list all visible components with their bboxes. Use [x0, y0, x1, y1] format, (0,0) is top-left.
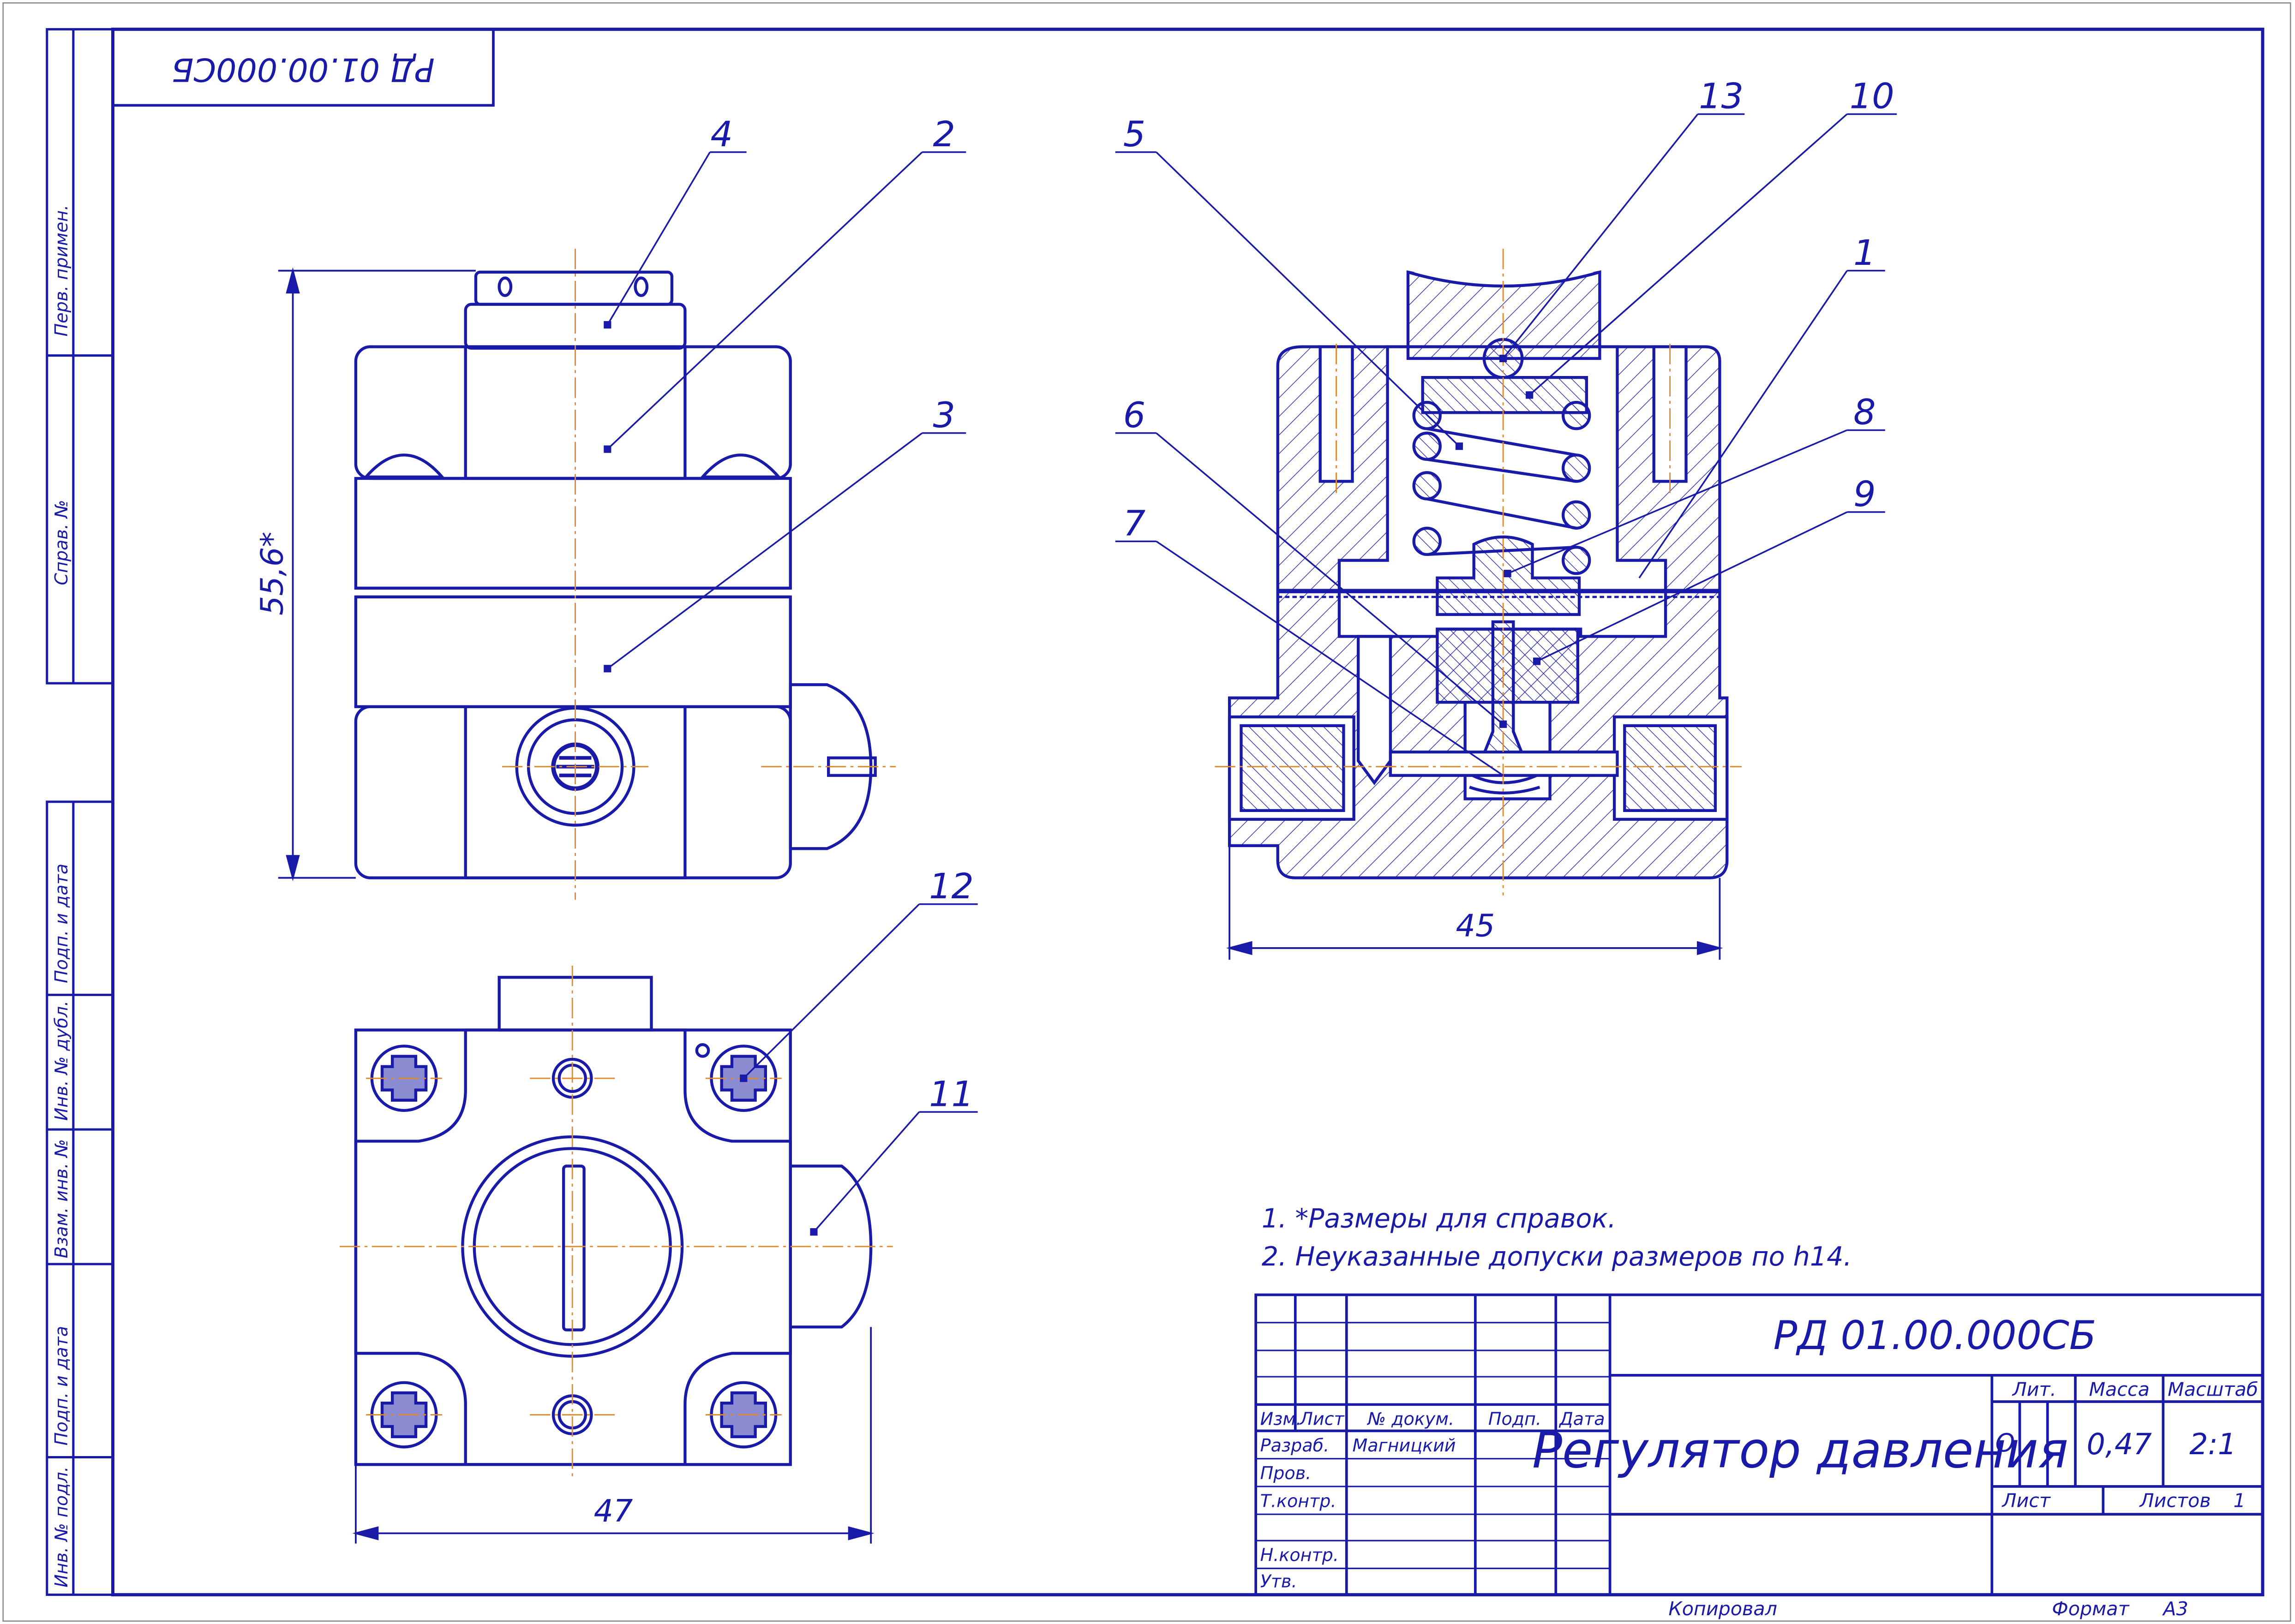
section-view — [1228, 270, 1729, 879]
sheets-label: Листов — [2139, 1489, 2211, 1511]
rotated-drawing-code: РД 01.00.000СБ — [172, 51, 435, 88]
footer-format-value: А3 — [2162, 1598, 2188, 1620]
callout-13: 13 — [1699, 76, 1744, 117]
callout-9: 9 — [1853, 473, 1876, 514]
row-utv: Утв. — [1260, 1571, 1297, 1592]
callout-4: 4 — [710, 113, 732, 155]
callout-1: 1 — [1853, 232, 1876, 273]
callout-2: 2 — [933, 113, 955, 155]
sheet-label: Лист — [2001, 1489, 2050, 1511]
header-sign: Подп. — [1488, 1409, 1541, 1429]
side-label-sprav-no: Справ. № — [51, 500, 72, 585]
side-label-podp-data-1: Подп. и дата — [51, 864, 72, 983]
footer-format-label: Формат — [2052, 1598, 2129, 1620]
row-tkontr: Т.контр. — [1260, 1491, 1336, 1511]
footer-copied: Копировал — [1668, 1598, 1777, 1620]
plan-view-centerlines — [340, 965, 893, 1478]
dimension-width-section — [1226, 845, 1723, 960]
row-razrab: Разраб. — [1260, 1435, 1330, 1456]
callout-10: 10 — [1850, 76, 1894, 117]
dimension-height — [278, 267, 476, 882]
title-block-title: Регулятор давления — [1532, 1422, 2068, 1480]
left-side-strip-bottom — [46, 800, 114, 1596]
mass-value: 0,47 — [2087, 1427, 2152, 1461]
front-view — [354, 270, 877, 879]
callout-7: 7 — [1123, 503, 1145, 544]
side-label-vzam-inv: Взам. инв. № — [51, 1139, 72, 1258]
row-nkontr: Н.контр. — [1260, 1545, 1339, 1565]
side-label-podp-data-2: Подп. и дата — [51, 1326, 72, 1445]
dimension-width-plan-label: 47 — [594, 1493, 633, 1529]
sheets-value: 1 — [2234, 1489, 2246, 1511]
callout-5: 5 — [1123, 113, 1145, 155]
callout-8: 8 — [1853, 392, 1876, 433]
row-prov: Пров. — [1260, 1463, 1312, 1483]
callout-12: 12 — [929, 866, 974, 907]
razrab-name: Магницкий — [1352, 1435, 1456, 1456]
plan-view — [354, 976, 873, 1466]
left-side-strip-top — [46, 28, 114, 685]
rotated-code-box: РД 01.00.000СБ — [111, 28, 495, 107]
callout-11: 11 — [929, 1073, 974, 1114]
side-label-perv-primen: Перв. примен. — [51, 205, 72, 337]
front-view-centerlines — [502, 249, 896, 900]
dimension-width-section-label: 45 — [1456, 908, 1495, 944]
technical-note-1: 1. *Размеры для справок. — [1262, 1204, 1616, 1234]
lit-value: О — [1995, 1428, 2015, 1457]
drawing-frame — [111, 27, 2265, 1597]
title-block-code: РД 01.00.000СБ — [1774, 1313, 2097, 1359]
mass-label: Масса — [2089, 1378, 2149, 1400]
side-label-inv-podl: Инв. № подл. — [51, 1466, 72, 1587]
leader-lines — [604, 113, 1897, 1236]
scale-value: 2:1 — [2189, 1427, 2236, 1461]
callout-3: 3 — [933, 394, 955, 436]
dimension-width-plan — [352, 1327, 875, 1544]
header-list: Лист — [1299, 1409, 1345, 1429]
side-label-inv-dubl: Инв. № дубл. — [51, 1001, 72, 1121]
header-doc-no: № докум. — [1367, 1409, 1455, 1429]
title-block-grid — [1254, 1293, 2264, 1596]
technical-note-2: 2. Неуказанные допуски размеров по h14. — [1262, 1242, 1852, 1272]
scale-label: Масштаб — [2168, 1378, 2258, 1400]
header-date: Дата — [1558, 1409, 1605, 1429]
callout-6: 6 — [1123, 394, 1145, 436]
dimension-height-label: 55,6* — [254, 531, 290, 615]
lit-label: Лит. — [2012, 1378, 2056, 1400]
header-izm: Изм. — [1260, 1409, 1302, 1429]
